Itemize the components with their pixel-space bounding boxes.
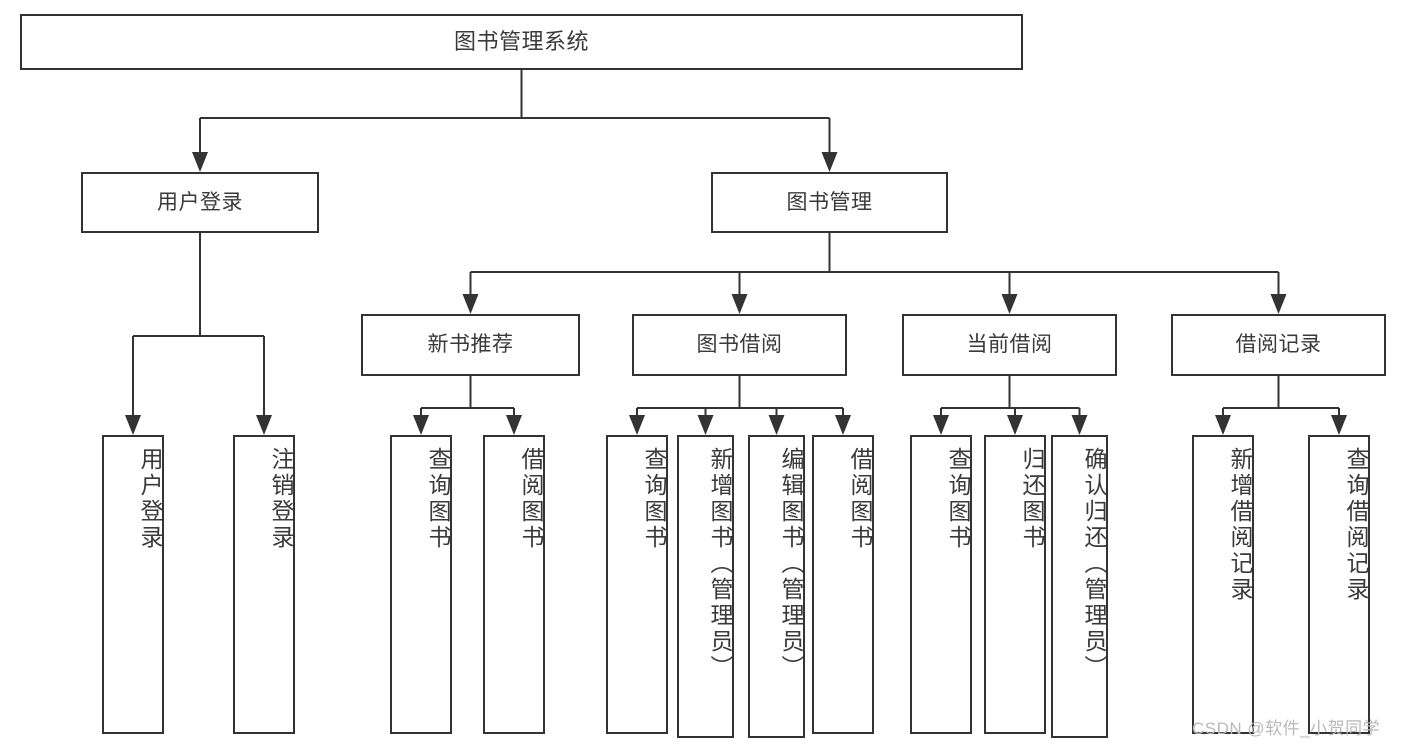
node-box-n_borrow[interactable]: 借阅图书 <box>483 435 545 734</box>
arrowhead-b_edit <box>768 415 785 435</box>
node-label-records: 借阅记录 <box>1235 333 1322 357</box>
arrowhead-b_lend <box>835 415 851 435</box>
node-label-login: 用户登录 <box>157 190 243 214</box>
arrowhead-records <box>1270 294 1287 314</box>
node-box-c_return[interactable]: 归还图书 <box>984 435 1046 734</box>
node-box-login[interactable]: 用户登录 <box>81 172 319 233</box>
arrowhead-c_return <box>1007 415 1023 435</box>
node-box-b_lend[interactable]: 借阅图书 <box>812 435 874 734</box>
node-box-c_query[interactable]: 查询图书 <box>910 435 972 734</box>
node-label-borrow: 图书借阅 <box>696 333 783 357</box>
arrowhead-b_query <box>629 415 645 435</box>
node-box-n_query[interactable]: 查询图书 <box>390 435 452 734</box>
node-label-c_query: 查询图书 <box>945 447 971 551</box>
node-label-b_lend: 借阅图书 <box>847 447 873 551</box>
node-label-n_query: 查询图书 <box>425 447 451 551</box>
arrowhead-current <box>1001 294 1018 314</box>
node-box-root[interactable]: 图书管理系统 <box>20 14 1023 70</box>
node-box-bookmgmt[interactable]: 图书管理 <box>711 172 948 233</box>
node-box-b_edit[interactable]: 编辑图书（管理员） <box>748 435 805 738</box>
arrowhead-r_add <box>1215 415 1231 435</box>
node-label-b_add: 新增图书（管理员） <box>707 447 733 681</box>
arrowhead-n_borrow <box>506 415 522 435</box>
node-box-records[interactable]: 借阅记录 <box>1171 314 1386 376</box>
node-box-borrow[interactable]: 图书借阅 <box>632 314 847 376</box>
node-label-newrec: 新书推荐 <box>427 333 514 357</box>
arrowhead-bookmgmt <box>821 152 838 172</box>
arrowhead-login <box>192 152 208 172</box>
arrowhead-c_query <box>933 415 949 435</box>
node-label-l_logout: 注销登录 <box>268 447 294 551</box>
connector-group <box>125 70 1347 435</box>
node-label-b_query: 查询图书 <box>641 447 667 551</box>
node-box-b_add[interactable]: 新增图书（管理员） <box>677 435 734 738</box>
node-label-n_borrow: 借阅图书 <box>518 447 544 551</box>
arrowhead-l_login <box>125 415 141 435</box>
arrowhead-c_confirm <box>1071 415 1088 435</box>
node-label-current: 当前借阅 <box>966 333 1053 357</box>
node-box-r_query[interactable]: 查询借阅记录 <box>1308 435 1370 734</box>
node-box-newrec[interactable]: 新书推荐 <box>361 314 580 376</box>
arrowhead-r_query <box>1331 415 1347 435</box>
node-box-b_query[interactable]: 查询图书 <box>606 435 668 734</box>
node-label-c_confirm: 确认归还（管理员） <box>1081 447 1107 681</box>
arrowhead-n_query <box>413 415 429 435</box>
arrowhead-newrec <box>462 294 479 314</box>
arrowhead-b_add <box>697 415 714 435</box>
node-label-c_return: 归还图书 <box>1019 447 1045 551</box>
node-label-l_login: 用户登录 <box>137 447 163 551</box>
node-label-bookmgmt: 图书管理 <box>786 190 873 214</box>
node-box-c_confirm[interactable]: 确认归还（管理员） <box>1051 435 1108 738</box>
node-box-l_logout[interactable]: 注销登录 <box>233 435 295 734</box>
node-box-r_add[interactable]: 新增借阅记录 <box>1192 435 1254 734</box>
arrowhead-l_logout <box>256 415 272 435</box>
node-label-r_add: 新增借阅记录 <box>1227 447 1253 603</box>
node-box-l_login[interactable]: 用户登录 <box>102 435 164 734</box>
node-label-r_query: 查询借阅记录 <box>1343 447 1369 603</box>
arrowhead-borrow <box>731 294 748 314</box>
node-box-current[interactable]: 当前借阅 <box>902 314 1117 376</box>
node-label-b_edit: 编辑图书（管理员） <box>778 447 804 681</box>
node-label-root: 图书管理系统 <box>453 28 589 54</box>
